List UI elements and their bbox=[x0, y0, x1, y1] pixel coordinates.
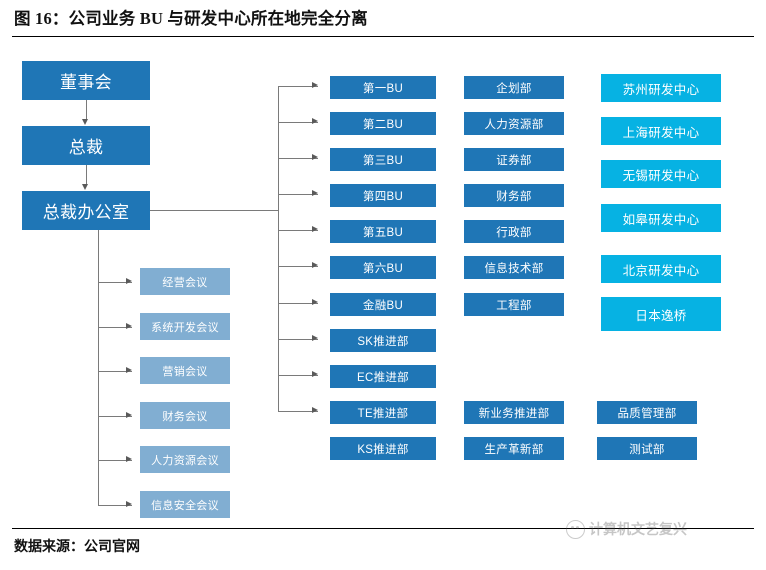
connector-main-trunk bbox=[278, 86, 279, 411]
node-president[interactable]: 总裁 bbox=[22, 126, 150, 165]
meeting-box[interactable]: 信息安全会议 bbox=[140, 491, 230, 518]
rd-center-box[interactable]: 北京研发中心 bbox=[601, 255, 721, 283]
bu-box[interactable]: KS推进部 bbox=[330, 437, 436, 460]
watermark-text: 计算机文艺复兴 bbox=[589, 521, 687, 537]
meeting-box[interactable]: 财务会议 bbox=[140, 402, 230, 429]
bu-box[interactable]: 金融BU bbox=[330, 293, 436, 316]
rd-center-box[interactable]: 如皋研发中心 bbox=[601, 204, 721, 232]
title-divider-top bbox=[12, 36, 754, 37]
node-president-office[interactable]: 总裁办公室 bbox=[22, 191, 150, 230]
bu-box[interactable]: 第一BU bbox=[330, 76, 436, 99]
meeting-box[interactable]: 系统开发会议 bbox=[140, 313, 230, 340]
bu-box[interactable]: EC推进部 bbox=[330, 365, 436, 388]
arrowhead-president bbox=[82, 119, 89, 125]
watermark-logo-icon bbox=[566, 519, 585, 539]
footer-divider bbox=[12, 528, 754, 529]
connector-office-to-main-trunk bbox=[150, 210, 278, 211]
rd-center-box[interactable]: 无锡研发中心 bbox=[601, 160, 721, 188]
rd-lower-box[interactable]: 测试部 bbox=[597, 437, 697, 460]
bu-box[interactable]: SK推进部 bbox=[330, 329, 436, 352]
rd-center-box[interactable]: 上海研发中心 bbox=[601, 117, 721, 145]
bu-box[interactable]: 第二BU bbox=[330, 112, 436, 135]
connector-president-office bbox=[86, 165, 87, 185]
department-box[interactable]: 人力资源部 bbox=[464, 112, 564, 135]
figure-title: 图 16：公司业务 BU 与研发中心所在地完全分离 bbox=[14, 9, 368, 28]
connector-meetings-trunk bbox=[98, 230, 99, 506]
meeting-box[interactable]: 经营会议 bbox=[140, 268, 230, 295]
department-box[interactable]: 工程部 bbox=[464, 293, 564, 316]
source-note: 数据来源：公司官网 bbox=[14, 540, 140, 555]
meeting-box[interactable]: 营销会议 bbox=[140, 357, 230, 384]
department-box[interactable]: 证券部 bbox=[464, 148, 564, 171]
bu-box[interactable]: 第六BU bbox=[330, 256, 436, 279]
watermark: 计算机文艺复兴 bbox=[566, 519, 687, 539]
department-box[interactable]: 财务部 bbox=[464, 184, 564, 207]
node-board[interactable]: 董事会 bbox=[22, 61, 150, 100]
rd-center-box[interactable]: 日本逸桥 bbox=[601, 297, 721, 331]
rd-center-box[interactable]: 苏州研发中心 bbox=[601, 74, 721, 102]
department-box[interactable]: 企划部 bbox=[464, 76, 564, 99]
arrowhead-president-office bbox=[82, 184, 89, 190]
bu-box[interactable]: 第三BU bbox=[330, 148, 436, 171]
department-box[interactable]: 行政部 bbox=[464, 220, 564, 243]
meeting-box[interactable]: 人力资源会议 bbox=[140, 446, 230, 473]
bu-box[interactable]: 第五BU bbox=[330, 220, 436, 243]
bu-box[interactable]: TE推进部 bbox=[330, 401, 436, 424]
department-box-lower[interactable]: 生产革新部 bbox=[464, 437, 564, 460]
department-box-lower[interactable]: 新业务推进部 bbox=[464, 401, 564, 424]
department-box[interactable]: 信息技术部 bbox=[464, 256, 564, 279]
rd-lower-box[interactable]: 品质管理部 bbox=[597, 401, 697, 424]
connector-board-president bbox=[86, 100, 87, 120]
bu-box[interactable]: 第四BU bbox=[330, 184, 436, 207]
